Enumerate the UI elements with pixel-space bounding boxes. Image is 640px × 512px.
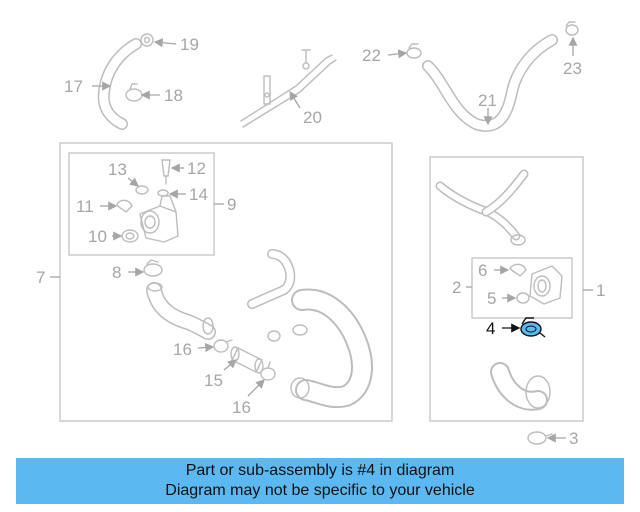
- callout-12[interactable]: 12: [187, 159, 206, 178]
- o-ring-14[interactable]: [157, 189, 169, 197]
- callout-5[interactable]: 5: [487, 289, 496, 308]
- callout-6[interactable]: 6: [478, 261, 487, 280]
- sensor-12[interactable]: [161, 159, 171, 185]
- clamp-8[interactable]: [143, 259, 163, 277]
- clip-6[interactable]: [509, 263, 527, 277]
- clamp-small-b[interactable]: [292, 324, 308, 336]
- hose-17[interactable]: [97, 38, 142, 130]
- clamp-4-highlighted[interactable]: [520, 317, 546, 338]
- callout-7[interactable]: 7: [36, 268, 45, 287]
- callout-1[interactable]: 1: [596, 281, 605, 300]
- leader-19: [153, 38, 177, 48]
- clamp-22[interactable]: [406, 43, 422, 59]
- info-banner: Part or sub-assembly is #4 in diagram Di…: [16, 458, 624, 504]
- o-ring-10[interactable]: [121, 229, 139, 243]
- clamp-16-lower[interactable]: [260, 361, 276, 381]
- pipe-box7-center[interactable]: [247, 249, 296, 309]
- pipe-box1-upper[interactable]: [435, 169, 529, 246]
- callout-3[interactable]: 3: [569, 429, 578, 448]
- hose-21[interactable]: [422, 34, 558, 132]
- callout-17[interactable]: 17: [64, 77, 83, 96]
- subassembly-box-2: [471, 257, 573, 319]
- seal-13[interactable]: [135, 185, 149, 195]
- hose-box7-left[interactable]: [146, 282, 216, 340]
- leader-16-upper: [197, 342, 215, 353]
- hose-box7-right[interactable]: [290, 288, 373, 409]
- callout-13[interactable]: 13: [108, 160, 127, 179]
- callout-15[interactable]: 15: [204, 371, 223, 390]
- callout-11[interactable]: 11: [76, 197, 94, 216]
- callout-18[interactable]: 18: [164, 86, 183, 105]
- leader-20: [289, 90, 301, 109]
- clamp-16-upper[interactable]: [213, 339, 233, 353]
- banner-line-disclaimer: Diagram may not be specific to your vehi…: [165, 482, 475, 499]
- callout-16-upper[interactable]: 16: [173, 340, 192, 359]
- callout-21[interactable]: 21: [478, 91, 497, 110]
- leader-13: [127, 177, 140, 187]
- callout-10[interactable]: 10: [88, 227, 107, 246]
- leader-16-lower: [247, 379, 265, 397]
- clamp-23[interactable]: [565, 21, 579, 36]
- callout-9[interactable]: 9: [227, 195, 236, 214]
- clamp-small-a[interactable]: [267, 330, 281, 342]
- callout-20[interactable]: 20: [303, 108, 322, 127]
- clip-11[interactable]: [116, 199, 133, 213]
- callout-14[interactable]: 14: [189, 185, 208, 204]
- assembly-box-7: [59, 142, 393, 422]
- o-ring-5[interactable]: [516, 292, 530, 304]
- leader-22: [387, 49, 408, 59]
- clamp-19[interactable]: [140, 33, 154, 47]
- banner-line-part-number: Part or sub-assembly is #4 in diagram: [185, 462, 455, 479]
- callout-4[interactable]: 4: [486, 319, 495, 338]
- callout-19[interactable]: 19: [180, 35, 199, 54]
- assembly-box-1: [429, 156, 584, 422]
- housing-box2[interactable]: [529, 265, 563, 305]
- water-outlet-housing[interactable]: [139, 195, 179, 243]
- callout-8[interactable]: 8: [112, 263, 121, 282]
- leader-15: [223, 359, 237, 371]
- hose-box1-lower[interactable]: [490, 362, 551, 411]
- clamp-18[interactable]: [125, 83, 143, 102]
- callout-16-lower[interactable]: 16: [232, 398, 251, 417]
- callout-22[interactable]: 22: [362, 46, 381, 65]
- callout-2[interactable]: 2: [452, 278, 461, 297]
- bracket-20[interactable]: [240, 49, 337, 128]
- callout-23[interactable]: 23: [563, 59, 582, 78]
